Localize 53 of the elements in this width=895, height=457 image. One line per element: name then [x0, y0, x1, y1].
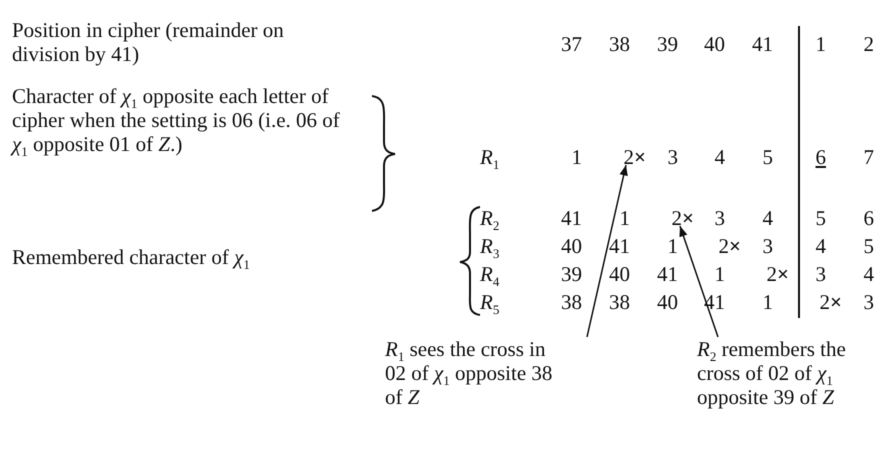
row-description: Position in cipher (remainder on division by 41): [12, 18, 285, 66]
position-number: 1: [620, 207, 630, 229]
position-number: 40: [704, 33, 725, 55]
crossed-number: 2×: [718, 235, 741, 257]
crossed-number: 2×: [672, 207, 694, 229]
position-number: 41: [752, 33, 773, 55]
row-label: R$_{5}$: [480, 291, 500, 313]
position-number: 41: [609, 235, 630, 257]
position-number: 5: [762, 146, 773, 168]
position-number: 6: [864, 207, 874, 229]
position-number: 39: [561, 263, 582, 285]
position-number: 41: [657, 263, 678, 285]
position-number: 41: [561, 207, 582, 229]
position-number: 3: [816, 263, 826, 285]
row-label: R$_{4}$: [480, 263, 500, 285]
position-number: 40: [657, 291, 678, 313]
position-number: 4: [864, 263, 874, 285]
position-number: 1: [816, 33, 826, 55]
leader-arrow: [679, 226, 719, 338]
annotation-text: R$_{1}$ sees the cross in 02 of χ$_{1}$ opposite 38 of Z: [385, 337, 570, 409]
crossed-number: 2×: [766, 263, 789, 285]
position-number: 1: [762, 291, 773, 313]
position-number: 4: [762, 207, 773, 229]
position-number: 4: [816, 235, 826, 257]
position-number: 38: [609, 33, 630, 55]
position-number: 38: [609, 291, 630, 313]
position-number: 7: [864, 146, 874, 168]
row-description: Remembered character of χ$_{1}$: [12, 245, 251, 269]
row-label: R$_{1}$: [480, 146, 500, 168]
position-number: 1: [714, 263, 725, 285]
annotation-text: R$_{2}$ remembers the cross of 02 of χ$_{1}$ opposite 39 of Z: [697, 337, 891, 409]
position-number: 3: [668, 146, 678, 168]
position-number: 1: [572, 146, 582, 168]
position-number: 3: [762, 235, 773, 257]
row-description: Character of χ$_{1}$ opposite each letter of cipher when the setting is 06 (i.e. 06 of χ$_{1}$ opposite 01 of Z.): [12, 84, 341, 156]
position-number: 40: [561, 235, 582, 257]
position-number: 3: [714, 207, 725, 229]
row-label: R$_{3}$: [480, 235, 500, 257]
position-number: 37: [561, 33, 582, 55]
position-number: 39: [657, 33, 678, 55]
position-number: 1: [668, 235, 678, 257]
position-number: 40: [609, 263, 630, 285]
leader-arrow: [586, 164, 628, 338]
position-number: 5: [816, 207, 826, 229]
crossed-number: 2×: [624, 146, 646, 168]
position-number: 3: [864, 291, 874, 313]
position-number: 2: [864, 33, 874, 55]
position-number: 4: [714, 146, 725, 168]
position-number: 38: [561, 291, 582, 313]
row-label: R$_{2}$: [480, 207, 500, 229]
position-number: 5: [864, 235, 874, 257]
position-number: 6: [816, 146, 826, 168]
crossed-number: 2×: [820, 291, 842, 313]
